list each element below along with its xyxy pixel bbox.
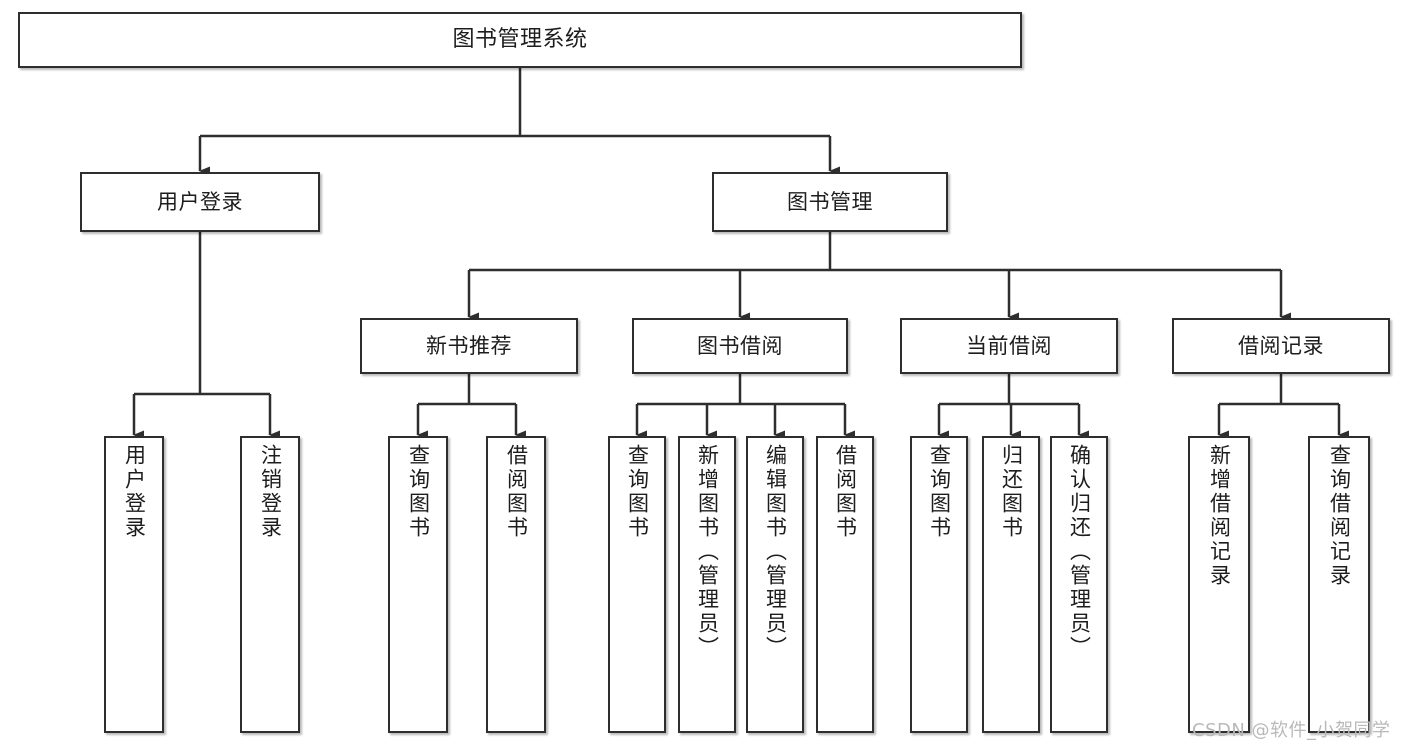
node-leaf-query-book-2-label: 查询图书 [625, 444, 650, 540]
node-leaf-borrow-book-2: 借阅图书 [816, 436, 874, 733]
node-leaf-confirm-return-label: 确认归还（管理员） [1067, 444, 1092, 660]
node-leaf-logout-label: 注销登录 [258, 444, 283, 540]
node-leaf-borrow-book-1-label: 借阅图书 [504, 444, 529, 540]
node-leaf-user-login-label: 用户登录 [122, 444, 147, 540]
node-root: 图书管理系统 [18, 12, 1022, 68]
node-leaf-add-book: 新增图书（管理员） [678, 436, 736, 733]
node-new-book-recommend: 新书推荐 [360, 318, 578, 374]
node-leaf-query-book-1: 查询图书 [388, 436, 448, 733]
node-book-manage-label: 图书管理 [787, 189, 873, 214]
node-user-login-label: 用户登录 [157, 189, 243, 214]
node-root-label: 图书管理系统 [452, 27, 588, 53]
node-leaf-query-record: 查询借阅记录 [1308, 436, 1370, 733]
node-leaf-edit-book: 编辑图书（管理员） [746, 436, 804, 733]
node-leaf-borrow-book-2-label: 借阅图书 [833, 444, 858, 540]
node-leaf-query-record-label: 查询借阅记录 [1327, 444, 1352, 588]
node-leaf-return-book-label: 归还图书 [999, 444, 1024, 540]
node-leaf-add-record-label: 新增借阅记录 [1207, 444, 1232, 588]
node-leaf-query-book-1-label: 查询图书 [406, 444, 431, 540]
node-user-login: 用户登录 [80, 172, 320, 232]
node-leaf-query-book-2: 查询图书 [608, 436, 666, 733]
node-book-borrow: 图书借阅 [632, 318, 848, 374]
node-book-borrow-label: 图书借阅 [697, 333, 783, 358]
node-leaf-query-book-3-label: 查询图书 [927, 444, 952, 540]
node-borrow-record: 借阅记录 [1172, 318, 1390, 374]
node-leaf-add-record: 新增借阅记录 [1188, 436, 1250, 733]
node-leaf-query-book-3: 查询图书 [910, 436, 968, 733]
node-leaf-borrow-book-1: 借阅图书 [486, 436, 546, 733]
node-leaf-return-book: 归还图书 [982, 436, 1040, 733]
node-leaf-user-login: 用户登录 [104, 436, 164, 733]
node-borrow-record-label: 借阅记录 [1238, 333, 1324, 358]
node-book-manage: 图书管理 [712, 172, 948, 232]
node-leaf-edit-book-label: 编辑图书（管理员） [763, 444, 788, 660]
node-new-book-recommend-label: 新书推荐 [426, 333, 512, 358]
node-current-borrow-label: 当前借阅 [966, 333, 1052, 358]
node-current-borrow: 当前借阅 [900, 318, 1118, 374]
node-leaf-confirm-return: 确认归还（管理员） [1050, 436, 1108, 733]
node-leaf-logout: 注销登录 [240, 436, 300, 733]
node-leaf-add-book-label: 新增图书（管理员） [695, 444, 720, 660]
